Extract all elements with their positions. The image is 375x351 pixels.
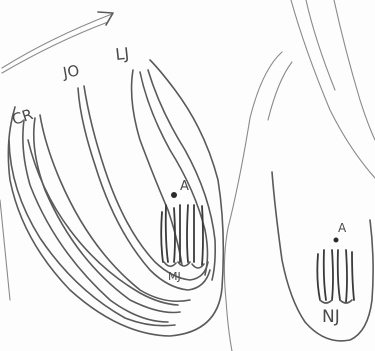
marker-dot-left	[171, 192, 177, 198]
label-mj-left: MJ	[168, 270, 181, 283]
label-jo: JO	[61, 61, 81, 82]
marker-dot-right	[334, 238, 339, 243]
label-a-right: A	[338, 221, 347, 235]
left-fingers	[161, 205, 204, 268]
label-cr: CR	[10, 105, 35, 129]
label-a-left: A	[180, 179, 189, 194]
arrow-line	[2, 12, 113, 73]
label-lj: LJ	[114, 44, 130, 64]
left-lobe-contours	[8, 60, 223, 336]
label-mj-right: NJ	[322, 307, 340, 327]
